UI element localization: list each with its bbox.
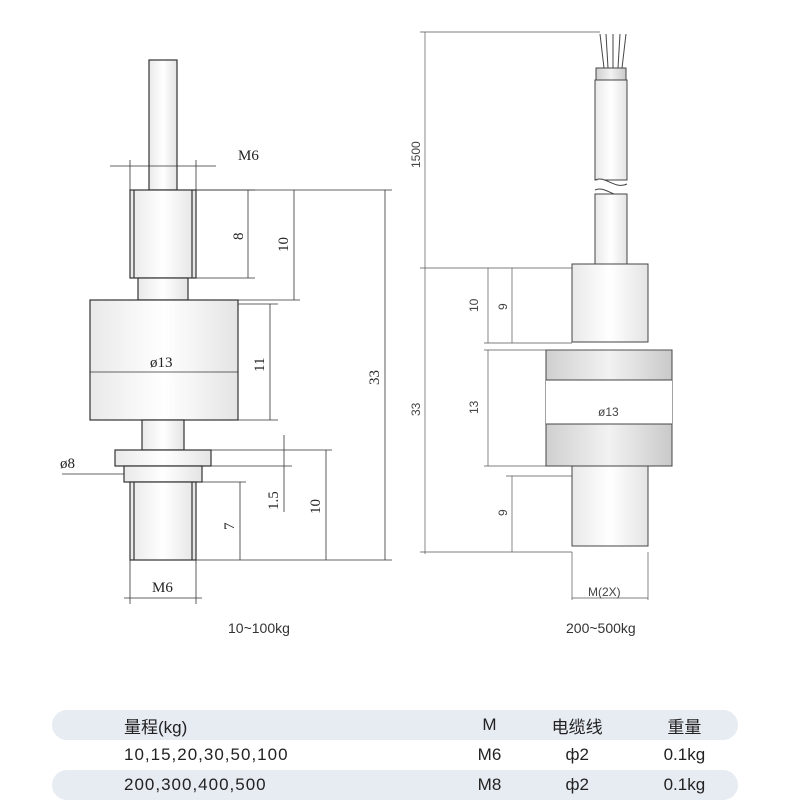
label-dim-11: 11 (252, 358, 268, 372)
left-dimension-lines (62, 160, 392, 604)
header-range: 量程(kg) (124, 717, 188, 737)
right-dimension-lines (420, 31, 672, 600)
cell-range: 10,15,20,30,50,100 (124, 745, 289, 764)
label-dim-1-5: 1.5 (266, 491, 282, 510)
spec-table: 量程(kg) M 电缆线 重量 10,15,20,30,50,100 M6 ф2… (52, 710, 738, 800)
table-row: 10,15,20,30,50,100 M6 ф2 0.1kg (52, 740, 738, 770)
right-bottom-thread (571, 465, 649, 547)
cell-thread: M6 (477, 745, 502, 764)
label-right-dim-9-bottom: 9 (496, 509, 510, 516)
label-dim-1500: 1500 (409, 141, 423, 168)
cable (594, 79, 628, 181)
label-right-dim-13: 13 (467, 400, 481, 414)
main-body (89, 299, 239, 421)
label-dim-10-bottom: 10 (308, 499, 324, 514)
top-rod (148, 59, 178, 191)
label-thread-bottom: M6 (152, 580, 173, 596)
label-right-dim-diameter-13: ø13 (598, 405, 619, 419)
label-right-dim-9-top: 9 (496, 303, 510, 310)
right-caption: 200~500kg (566, 620, 636, 636)
label-dim-diameter-8: ø8 (60, 456, 75, 472)
table-row: 200,300,400,500 M8 ф2 0.1kg (52, 770, 738, 800)
top-thread (129, 189, 197, 279)
label-thread-top: M6 (238, 148, 259, 164)
label-dim-7: 7 (222, 522, 238, 530)
label-right-dim-10: 10 (467, 298, 481, 312)
label-dim-diameter-13: ø13 (150, 355, 173, 371)
left-caption: 10~100kg (228, 620, 290, 636)
label-right-dim-33: 33 (409, 402, 423, 416)
cell-thread: M8 (477, 775, 502, 794)
cell-cable: ф2 (565, 775, 589, 794)
cell-weight: 0.1kg (663, 745, 706, 764)
label-right-thread: M(2X) (588, 585, 621, 599)
label-dim-33: 33 (367, 370, 383, 385)
header-thread: M (482, 715, 497, 734)
label-dim-8: 8 (231, 233, 247, 241)
cell-weight: 0.1kg (663, 775, 706, 794)
left-sensor-drawing (89, 59, 239, 561)
label-dim-10-top: 10 (276, 237, 292, 252)
header-weight: 重量 (667, 717, 702, 737)
cell-range: 200,300,400,500 (124, 775, 267, 794)
header-cable: 电缆线 (551, 717, 603, 737)
right-sensor-drawing (545, 33, 673, 547)
flange (114, 449, 212, 467)
right-top-thread (571, 263, 649, 343)
cell-cable: ф2 (565, 745, 589, 764)
spec-table-header: 量程(kg) M 电缆线 重量 (52, 710, 738, 740)
bottom-thread (129, 481, 197, 561)
